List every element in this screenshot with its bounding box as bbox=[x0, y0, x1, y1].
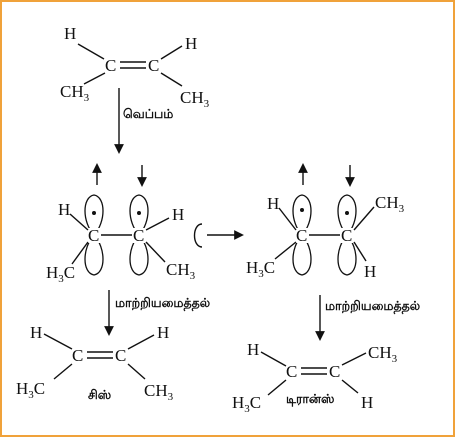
left-int-c1: C bbox=[88, 226, 99, 245]
trans-h-left: H bbox=[247, 340, 259, 359]
trans-bond-me-left bbox=[267, 379, 287, 396]
cis-label: சிஸ் bbox=[88, 387, 112, 402]
rotation-symbol bbox=[193, 223, 244, 248]
top-methyl-right: CH3 bbox=[180, 88, 210, 110]
top-methyl-left: CH3 bbox=[60, 82, 90, 104]
trans-h-right: H bbox=[361, 393, 373, 412]
electron-dot-c4 bbox=[345, 211, 349, 215]
cis-bond-h-left bbox=[43, 333, 73, 350]
right-int-bond-me-bottom bbox=[274, 241, 297, 260]
right-int-h2: H bbox=[364, 262, 376, 281]
top-bond-me-right bbox=[160, 72, 183, 87]
left-int-c2: C bbox=[133, 226, 144, 245]
p-orbital-lower-c2 bbox=[129, 234, 149, 276]
right-orbital-intermediate: C C H CH3 H3C H bbox=[246, 163, 405, 281]
cis-h-left: H bbox=[30, 323, 42, 342]
electron-dot-c1 bbox=[92, 211, 96, 215]
top-bond-me-left bbox=[83, 72, 106, 85]
electron-dot-c3 bbox=[300, 208, 304, 212]
right-int-bond-me-top bbox=[353, 206, 375, 231]
cis-bond-h-right bbox=[127, 334, 155, 350]
heat-label: வெப்பம் bbox=[123, 106, 174, 121]
p-orbital-upper-c3 bbox=[292, 194, 312, 236]
left-int-bond-h1 bbox=[69, 213, 89, 231]
left-int-bond-me2 bbox=[145, 241, 166, 263]
right-int-methyl-top: CH3 bbox=[375, 193, 405, 215]
left-int-bond-h2 bbox=[145, 217, 170, 231]
rotation-curve-icon bbox=[193, 223, 203, 248]
p-orbital-lower-c1 bbox=[84, 234, 104, 276]
cis-methyl-left: H3C bbox=[16, 379, 45, 401]
trans-label: டிரான்ஸ் bbox=[286, 391, 335, 407]
top-bond-h-left bbox=[77, 43, 105, 60]
p-orbital-lower-c4 bbox=[337, 234, 357, 276]
cis-c-right: C bbox=[115, 346, 126, 365]
left-int-methyl-1: H3C bbox=[46, 263, 75, 285]
trans-c-right: C bbox=[329, 362, 340, 381]
cis-rotation-label: மாற்றியமைத்தல் bbox=[115, 295, 211, 311]
right-int-c1: C bbox=[296, 226, 307, 245]
top-c-left: C bbox=[105, 56, 116, 75]
top-h-left: H bbox=[64, 24, 76, 43]
left-int-bond-me1 bbox=[71, 241, 89, 265]
trans-isomer: H CH3 C C H3C H டிரான்ஸ் bbox=[232, 340, 398, 415]
cis-bond-me-left bbox=[53, 363, 73, 380]
left-orbital-intermediate: C C H H H3C CH3 bbox=[46, 163, 196, 285]
right-int-bond-h1 bbox=[278, 207, 297, 231]
trans-rotation-label: மாற்றியமைத்தல் bbox=[325, 298, 421, 314]
trans-bond-h-left bbox=[260, 351, 287, 367]
cis-h-right: H bbox=[157, 323, 169, 342]
trans-bond-h-right bbox=[341, 379, 359, 394]
cis-isomer: H H C C H3C CH3 சிஸ் bbox=[16, 323, 174, 403]
top-c-right: C bbox=[148, 56, 159, 75]
right-int-methyl-bottom: H3C bbox=[246, 258, 275, 280]
right-int-bond-h2 bbox=[353, 241, 367, 262]
cis-methyl-right: CH3 bbox=[144, 381, 174, 403]
right-int-c2: C bbox=[341, 226, 352, 245]
top-bond-h-right bbox=[160, 45, 183, 60]
cis-bond-me-right bbox=[127, 363, 146, 380]
trans-methyl-left: H3C bbox=[232, 393, 261, 415]
left-int-h1: H bbox=[58, 200, 70, 219]
trans-c-left: C bbox=[286, 362, 297, 381]
left-int-methyl-2: CH3 bbox=[166, 260, 196, 282]
trans-methyl-right: CH3 bbox=[368, 343, 398, 365]
p-orbital-lower-c3 bbox=[292, 234, 312, 276]
right-int-h1: H bbox=[267, 194, 279, 213]
left-int-h2: H bbox=[172, 205, 184, 224]
starting-alkene: H H C C CH3 CH3 bbox=[60, 24, 210, 110]
trans-bond-me-right bbox=[341, 352, 367, 366]
top-h-right: H bbox=[185, 34, 197, 53]
electron-dot-c2 bbox=[137, 211, 141, 215]
cis-c-left: C bbox=[72, 346, 83, 365]
